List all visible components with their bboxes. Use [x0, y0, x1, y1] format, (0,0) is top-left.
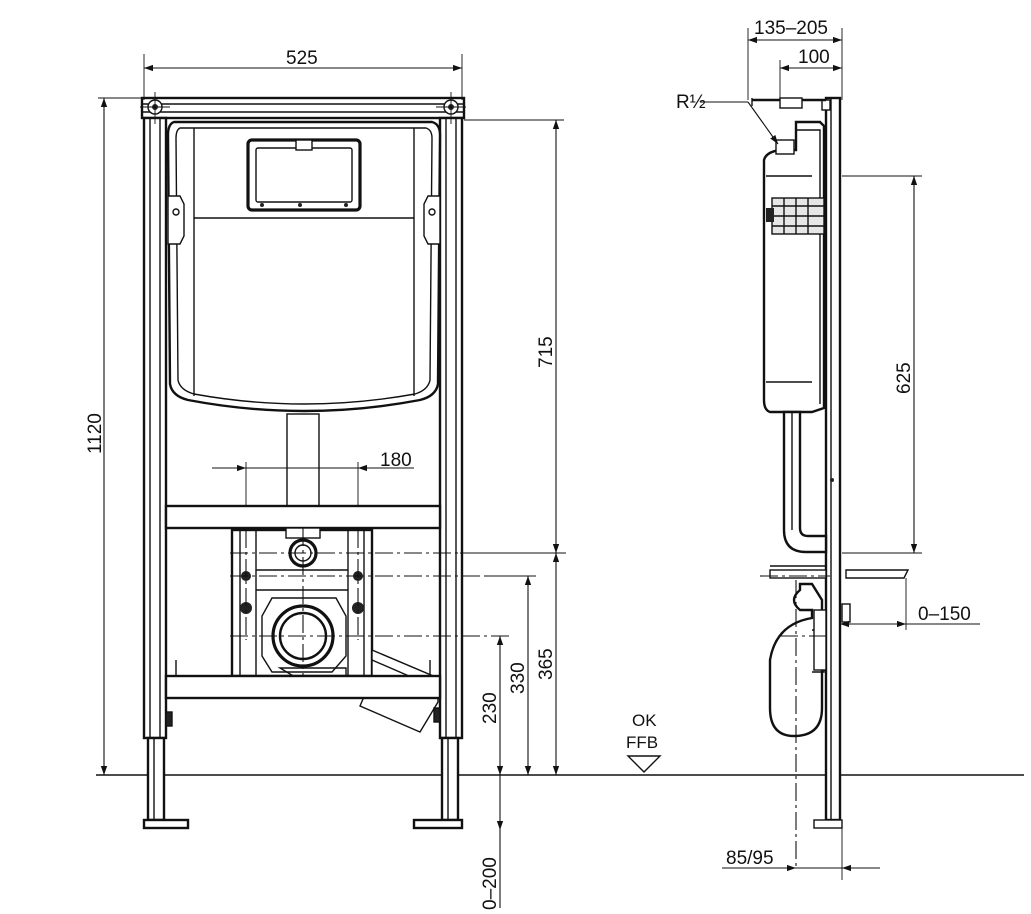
front-view: 180 [140, 92, 510, 830]
dim-cistern-height: 715 [536, 336, 557, 368]
dim-side-height: 625 [894, 362, 915, 394]
left-foot-plate [142, 818, 190, 830]
dim-bolt-spacing: 180 [380, 450, 412, 471]
left-post [142, 116, 168, 740]
dim-bottom-depth: 85/95 [726, 848, 774, 869]
floor-marker: OK FFB [626, 711, 662, 773]
dim-supply-height: 330 [508, 662, 529, 694]
fixing-bolt-left [140, 92, 170, 124]
floor-label-ok: OK [632, 711, 657, 730]
side-dimensions: 135–205 100 625 0–150 85/95 [722, 18, 980, 880]
dim-pipe-adjust: 0–150 [918, 604, 971, 625]
right-post [438, 116, 464, 740]
dim-waste-height: 365 [536, 648, 557, 680]
middle-crossbar [164, 504, 442, 530]
label-connection: R½ [676, 92, 706, 113]
dim-frame-width: 525 [286, 48, 318, 69]
side-post [824, 96, 842, 822]
side-view: R½ [676, 92, 910, 868]
right-foot-plate [412, 818, 464, 830]
cistern-side [762, 120, 826, 414]
lower-crossbar [164, 674, 442, 700]
cistern-body [166, 120, 442, 413]
dim-lower-height: 230 [480, 692, 501, 724]
front-dimensions: 525 1120 715 365 330 230 0–200 [85, 48, 566, 910]
top-rail [140, 96, 466, 120]
dim-depth-range: 135–205 [754, 18, 828, 39]
wc-bolt-lower-right [352, 602, 364, 614]
side-fittings [766, 197, 825, 235]
floor-label-ffb: FFB [626, 733, 658, 752]
flush-pipe [286, 413, 320, 507]
fixing-bolt-right [436, 92, 466, 124]
dim-foot-adjust: 0–200 [480, 857, 501, 910]
left-foot-tube [146, 736, 166, 822]
floor-triangle-icon [626, 755, 662, 773]
wc-bolt-lower-left [240, 602, 252, 614]
dim-total-height: 1120 [85, 413, 106, 454]
side-flush-pipe [782, 410, 828, 554]
dim-depth: 100 [798, 47, 830, 68]
right-foot-tube [440, 736, 460, 822]
